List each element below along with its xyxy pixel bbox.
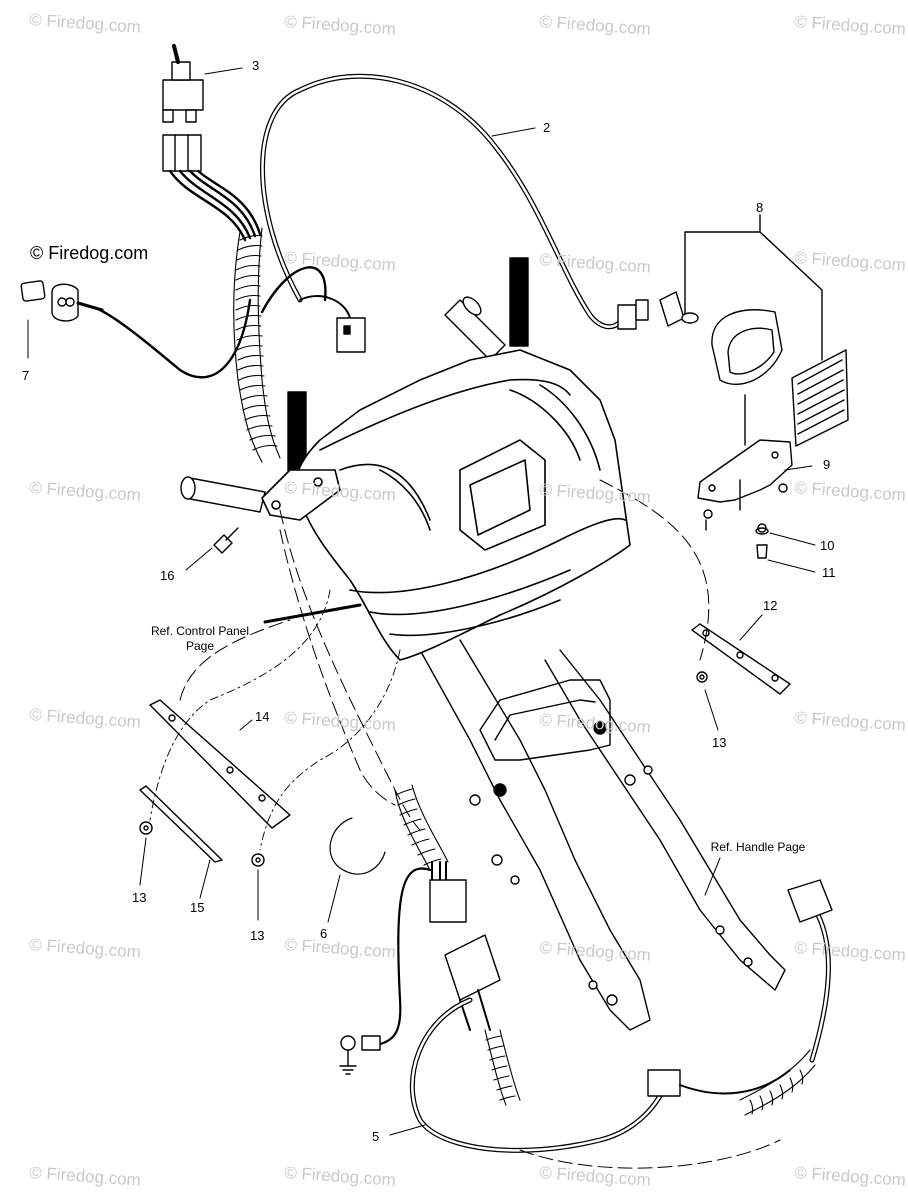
callout-number: 13	[132, 890, 147, 905]
spiral-wrap-lower	[485, 1030, 520, 1105]
screw-16	[214, 528, 238, 553]
callout-number: 13	[250, 928, 265, 943]
right-strap	[692, 624, 790, 694]
headlight-assembly	[660, 215, 848, 446]
light-bracket	[698, 395, 792, 532]
switch-and-harness	[100, 46, 325, 462]
wiring-harness-lower	[340, 785, 832, 1150]
callout-number: 7	[22, 368, 30, 383]
ref-handle-label: Ref. Handle Page	[710, 840, 806, 854]
wire-clip	[330, 818, 385, 874]
main-watermark: © Firedog.com	[30, 243, 149, 263]
spiral-wrap-middle	[395, 785, 448, 870]
callout-number: 13	[712, 735, 727, 750]
handle-frame	[181, 258, 785, 1030]
callout-number: 10	[820, 538, 835, 553]
dashdot-lines	[150, 590, 400, 850]
callout-number: 8	[756, 200, 764, 215]
ref-control-panel-line2: Page	[185, 639, 215, 653]
left-brackets	[140, 700, 290, 866]
washers-and-screws	[706, 520, 768, 558]
spiral-wrap-upper	[234, 228, 280, 462]
callout-number: 5	[372, 1129, 380, 1144]
leader-lines	[28, 68, 815, 1135]
ref-control-panel-line1: Ref. Control Panel	[150, 624, 250, 638]
wiring-harness-upper	[263, 76, 649, 352]
callout-number: 3	[252, 58, 260, 73]
callout-number: 14	[255, 709, 270, 724]
ref-control-panel-label: Ref. Control Panel Page	[130, 624, 270, 654]
callout-number: 15	[190, 900, 205, 915]
callout-number: 9	[823, 457, 831, 472]
control-panel	[262, 350, 630, 660]
callout-number: 6	[320, 926, 328, 941]
phantom-lines	[180, 480, 780, 1168]
callout-number: 12	[763, 598, 778, 613]
spiral-wrap-right	[740, 1050, 815, 1115]
callout-number: 16	[160, 568, 175, 583]
callout-number: 11	[822, 565, 836, 580]
ignition-key	[21, 281, 102, 321]
callout-number: 2	[543, 120, 551, 135]
